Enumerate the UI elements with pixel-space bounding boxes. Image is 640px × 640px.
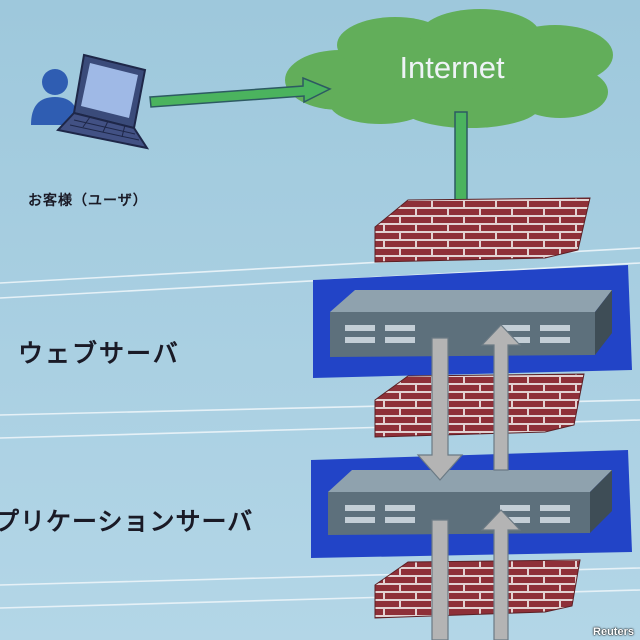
laptop-icon: [56, 53, 150, 150]
photo-credit: Reuters: [593, 626, 634, 638]
server-icon: [330, 290, 612, 312]
application-server-label: プリケーションサーバ: [0, 507, 254, 536]
web-server-label: ウェブサーバ: [18, 339, 180, 368]
sync-arrows: [416, 324, 522, 640]
web-server-panel: [313, 265, 632, 378]
user-icon: [31, 69, 79, 125]
cloud-icon: [285, 9, 613, 128]
arrow-up-lower: [480, 509, 522, 640]
arrow-up: [480, 324, 522, 471]
firewall-icon: [374, 559, 581, 619]
firewall-icon: [374, 373, 585, 438]
arrow-down: [416, 337, 464, 481]
server-icon: [328, 470, 612, 492]
internet-label: Internet: [399, 50, 505, 85]
app-server-panel: [311, 450, 632, 558]
user-label: お客様（ユーザ）: [28, 193, 148, 209]
arrow-down-lower: [431, 519, 449, 640]
firewall-icon: [374, 197, 591, 263]
arrow-user-to-internet: [149, 76, 332, 108]
